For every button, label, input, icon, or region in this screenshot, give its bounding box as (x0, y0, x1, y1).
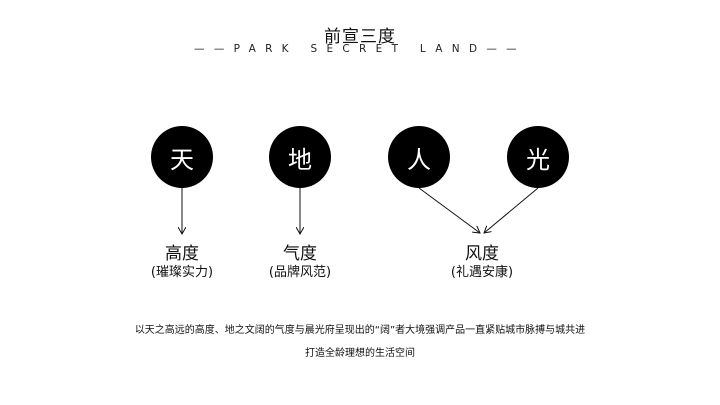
circle-char: 光 (526, 145, 550, 174)
circle-tian: 天 (151, 126, 213, 188)
circle-guang: 光 (507, 126, 569, 188)
label-fengdu: 风度 (礼遇安康) (422, 244, 542, 282)
circle-char: 地 (288, 145, 312, 174)
label-main: 风度 (465, 244, 499, 264)
circle-char: 天 (170, 145, 194, 174)
label-qidu: 气度 (品牌风范) (240, 244, 360, 282)
label-main: 高度 (165, 244, 199, 264)
description-line-1: 以天之高远的高度、地之文阔的气度与晨光府呈现出的“阔”者大境强调产品一直紧贴城市… (134, 325, 586, 336)
label-sub: (品牌风范) (268, 265, 332, 280)
circle-di: 地 (269, 126, 331, 188)
label-sub: (礼遇安康) (450, 265, 514, 280)
arrow-guang (484, 187, 539, 233)
description-line-2: 打造全龄理想的生活空间 (305, 348, 415, 359)
label-gaodu: 高度 (璀璨实力) (122, 244, 242, 282)
circle-ren: 人 (388, 126, 450, 188)
page-subtitle: ——PARK SECRET LAND—— (194, 43, 526, 55)
label-main: 气度 (283, 244, 317, 264)
circle-char: 人 (407, 145, 431, 174)
page-title: 前宣三度 (324, 27, 396, 47)
label-sub: (璀璨实力) (150, 265, 214, 280)
description: 以天之高远的高度、地之文阔的气度与晨光府呈现出的“阔”者大境强调产品一直紧贴城市… (0, 319, 720, 365)
arrow-ren (418, 187, 480, 233)
